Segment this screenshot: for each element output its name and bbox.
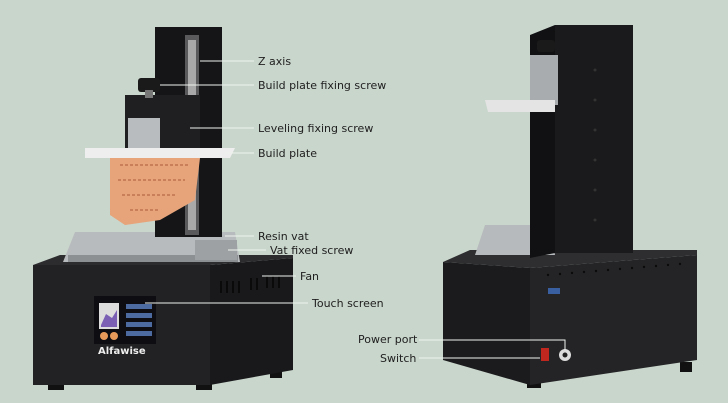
print-model: [110, 158, 200, 225]
label-switch: Switch: [380, 352, 417, 365]
usb-port: [548, 288, 560, 294]
label-leveling-fixing-screw: Leveling fixing screw: [258, 122, 374, 135]
label-resin-vat: Resin vat: [258, 230, 309, 243]
fixing-knob: [138, 78, 160, 92]
label-touch-screen: Touch screen: [312, 297, 384, 310]
label-build-plate: Build plate: [258, 147, 317, 160]
base-side: [210, 258, 293, 385]
rear-printer: [443, 25, 697, 388]
label-fan: Fan: [300, 270, 320, 283]
label-vat-fixed-screw: Vat fixed screw: [270, 244, 354, 257]
brand-logo: Alfawise: [98, 346, 146, 357]
power-switch: [541, 348, 549, 361]
front-printer: [33, 27, 293, 390]
build-plate: [85, 148, 235, 158]
label-power-port: Power port: [358, 333, 418, 346]
leader-lines: [145, 60, 566, 359]
label-z-axis: Z axis: [258, 55, 292, 68]
label-build-plate-fixing-screw: Build plate fixing screw: [258, 79, 387, 92]
